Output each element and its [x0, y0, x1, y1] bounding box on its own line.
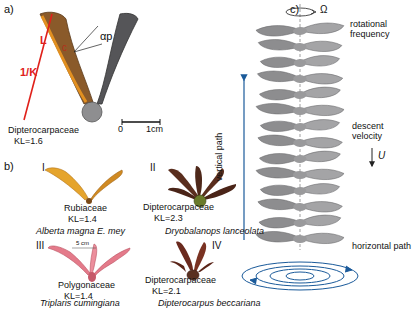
- angle-line: [74, 44, 102, 52]
- roman-numeral: IV: [212, 240, 221, 251]
- symbol-label: Ω: [320, 4, 327, 15]
- vertical-path-line: [243, 80, 244, 240]
- ratio-label: KL=2.1: [152, 287, 181, 297]
- angle-label: αp: [100, 30, 112, 42]
- wing: [40, 12, 93, 104]
- scale-label: 0: [118, 125, 123, 135]
- seed-nut: [82, 102, 102, 122]
- species-name: Triplaris cumingiana: [40, 299, 120, 309]
- scale-label: 5 cm: [76, 240, 89, 247]
- family-name: Polygonaceae: [58, 281, 115, 291]
- scale-bar: [72, 248, 96, 249]
- seed-triplaris: [48, 244, 130, 282]
- scale-label: 1cm: [146, 125, 163, 135]
- annotation: vertical path: [215, 133, 225, 182]
- ratio-label: KL=2.3: [154, 214, 183, 224]
- seed-rubiaceae: [45, 168, 122, 204]
- annotation: horizontal path: [352, 242, 411, 252]
- panel-letter: c): [290, 3, 299, 15]
- species-name: Alberta magna E. mey: [36, 227, 125, 237]
- seed-dryobalanops: [168, 166, 236, 207]
- family-name: Dipterocarpaceae: [8, 126, 79, 136]
- species-name: Dipterocarpus beccariana: [158, 299, 261, 309]
- curvature-label: 1/K: [20, 66, 37, 78]
- roman-numeral: II: [150, 162, 156, 173]
- dimension-label: L: [40, 34, 47, 46]
- family-name: Rubiaceae: [64, 204, 107, 214]
- roman-numeral: I: [42, 162, 45, 173]
- horizontal-path: [242, 262, 358, 290]
- symbol-label: U: [378, 150, 385, 161]
- roman-numeral: III: [36, 240, 44, 251]
- ratio-label: KL=1.6: [14, 137, 43, 147]
- ratio-label: KL=1.4: [68, 215, 97, 225]
- dimension-label: c: [62, 42, 67, 53]
- annotation: rotational frequency: [350, 20, 406, 40]
- seed-a: [24, 12, 160, 125]
- scale-bar: [122, 121, 160, 123]
- rotor-stack: [256, 4, 344, 250]
- species-name: Dryobalanops lanceolata: [165, 227, 264, 237]
- annotation: descent velocity: [352, 122, 400, 142]
- velocity-arrow: [372, 148, 373, 166]
- panel-letter: b): [4, 160, 14, 172]
- angle-line: [74, 26, 98, 52]
- panel-letter: a): [4, 3, 14, 15]
- family-name: Dipterocarpaceae: [143, 203, 214, 213]
- family-name: Dipterocarpaceae: [145, 276, 216, 286]
- wing: [97, 13, 138, 104]
- seed-dipterocarpus: [170, 242, 214, 280]
